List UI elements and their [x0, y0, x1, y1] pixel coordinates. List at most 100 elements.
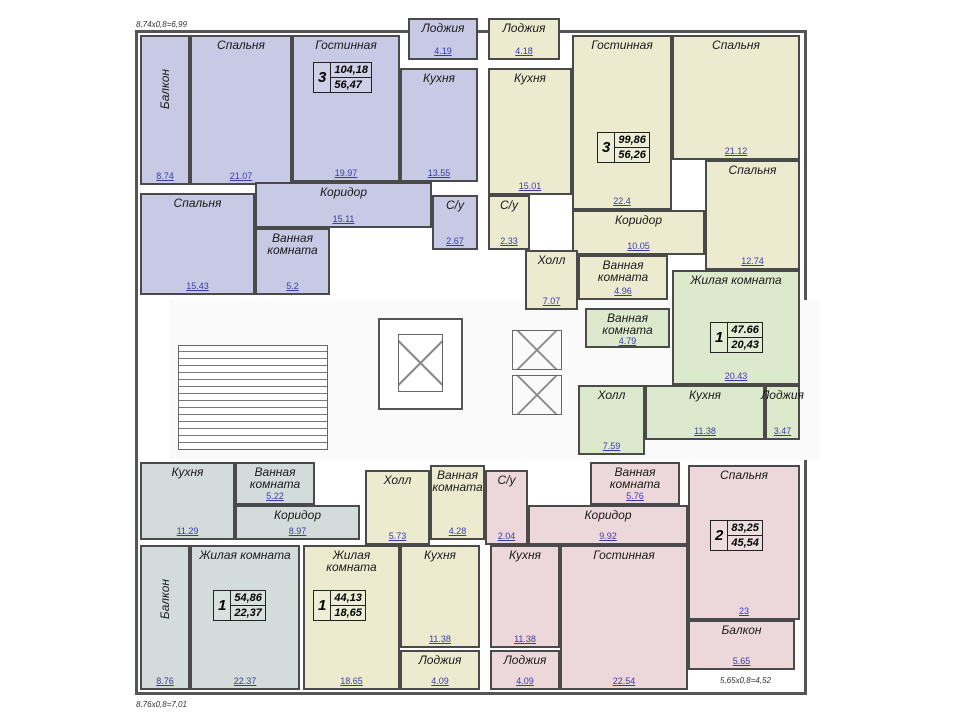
- room-area: 5.76: [626, 491, 644, 501]
- room-kitchen: Кухня 11.38: [400, 545, 480, 648]
- room-area: 10.05: [627, 241, 650, 251]
- room-count: 3: [314, 63, 332, 92]
- room-area: 4.19: [434, 46, 452, 56]
- room-area: 4.09: [431, 676, 449, 686]
- room-name: Кухня: [171, 465, 204, 479]
- room-area: 8.97: [288, 526, 307, 536]
- room-living-room: Гостинная 22.54: [560, 545, 688, 690]
- apartment-badge: 1 44,13 18,65: [313, 590, 366, 621]
- room-area: 9.92: [599, 531, 617, 541]
- room-name: Спальня: [173, 196, 222, 210]
- living-area: 56,47: [334, 79, 362, 91]
- room-name: Спальня: [728, 163, 777, 177]
- total-area: 47.66: [728, 323, 762, 338]
- room-area: 21.12: [724, 146, 748, 156]
- room-area: 4.18: [515, 46, 533, 56]
- room-name: Ванная комната: [267, 231, 318, 257]
- room-area: 22.54: [612, 676, 636, 686]
- living-area: 18,65: [334, 607, 362, 619]
- room-name: Холл: [537, 253, 566, 267]
- room-balcony: Балкон 8.76: [140, 545, 190, 690]
- total-area: 104,18: [331, 63, 371, 78]
- room-area: 7.59: [602, 441, 621, 451]
- room-name: Ванная комната: [432, 468, 483, 494]
- room-name: С/у: [500, 198, 518, 212]
- room-area: 8.76: [156, 676, 174, 686]
- room-name: Спальня: [720, 468, 768, 482]
- apartment-badge: 1 47.66 20,43: [710, 322, 763, 353]
- room-name: Коридор: [614, 213, 663, 227]
- elevator-shaft-main: [378, 318, 463, 410]
- room-name: Балкон: [158, 579, 172, 620]
- elevator-car: [512, 375, 562, 415]
- room-area: 15.11: [332, 214, 355, 224]
- room-name: Гостинная: [591, 38, 653, 52]
- room-name: Гостинная: [593, 548, 655, 562]
- room-name: Жилая комната: [326, 548, 377, 574]
- room-name: Кухня: [689, 388, 721, 402]
- room-name: Кухня: [509, 548, 541, 562]
- room-name: Коридор: [319, 185, 368, 199]
- room-bedroom: Спальня 21.12: [672, 35, 800, 160]
- room-name: Кухня: [424, 548, 456, 562]
- room-area: 5.22: [266, 491, 284, 501]
- room-area: 18.65: [340, 676, 363, 686]
- room-living-room: Жилая комната 18.65: [303, 545, 400, 690]
- room-area: 5.2: [286, 281, 299, 291]
- living-area: 22,37: [234, 607, 262, 619]
- room-name: Спальня: [217, 38, 265, 52]
- room-area: 5.73: [388, 531, 407, 541]
- room-kitchen: Кухня 11.38: [490, 545, 560, 648]
- room-name: Коридор: [584, 508, 632, 522]
- elevator-car: [398, 334, 443, 392]
- room-area: 11.38: [514, 634, 536, 644]
- room-corridor: Коридор 8.97: [235, 505, 360, 540]
- living-area: 20,43: [731, 339, 759, 351]
- room-name: Лоджия: [503, 653, 547, 667]
- room-name: Кухня: [514, 71, 546, 85]
- room-name: Балкон: [158, 69, 172, 110]
- room-area: 4.79: [618, 336, 637, 346]
- room-area: 4.96: [614, 286, 632, 296]
- room-name: Кухня: [423, 71, 455, 85]
- room-area: 11.38: [429, 634, 451, 644]
- room-area: 4.09: [516, 676, 534, 686]
- room-area: 23: [738, 606, 749, 616]
- room-name: Гостинная: [315, 38, 377, 52]
- room-name: Ванная комната: [602, 311, 653, 337]
- room-bedroom: Спальня 23: [688, 465, 800, 620]
- room-area: 2.67: [446, 236, 464, 246]
- room-loggia: Лоджия 4.09: [490, 650, 560, 690]
- room-corridor: Коридор 15.11: [255, 182, 432, 228]
- room-loggia: Лоджия 4.19: [408, 18, 478, 60]
- room-area: 11.38: [694, 426, 716, 436]
- room-count: 2: [711, 521, 729, 550]
- staircase: [178, 345, 328, 450]
- room-area: 3.47: [773, 426, 792, 436]
- room-area: 19.97: [334, 168, 358, 178]
- room-count: 1: [314, 591, 332, 620]
- room-name: Коридор: [273, 508, 322, 522]
- room-hall: Холл 7.07: [525, 250, 578, 310]
- total-area: 99,86: [615, 133, 649, 148]
- total-area: 83,25: [728, 521, 762, 536]
- room-name: Лоджия: [421, 21, 465, 35]
- room-count: 1: [711, 323, 729, 352]
- apartment-badge: 3 99,86 56,26: [597, 132, 650, 163]
- room-area: 7.07: [542, 296, 561, 306]
- room-name: Спальня: [712, 38, 760, 52]
